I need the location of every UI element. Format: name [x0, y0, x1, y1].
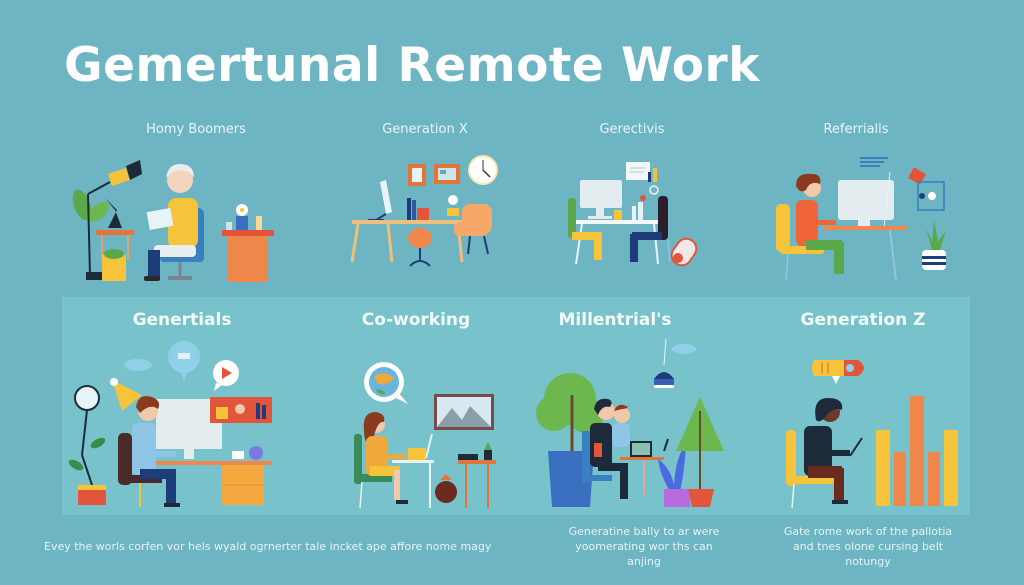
- caption-right: Gate rome work of the pallotia and tnes …: [772, 524, 964, 569]
- label-gerectivis: Gerectivis: [599, 122, 665, 137]
- monitor-icon: [838, 180, 894, 220]
- label-generation-x: Generation X: [382, 122, 468, 137]
- label-referrialls: Referrialls: [823, 122, 889, 137]
- caption-middle: Generatine bally to ar were yoomerating …: [568, 524, 720, 569]
- scene-millennials-plants: [530, 335, 730, 515]
- bar-2: [894, 452, 906, 506]
- scene-genx-office: [330, 150, 530, 280]
- caption-right-line1: Gate rome work of the pallotia: [783, 525, 953, 538]
- label-co-working: Co-working: [361, 310, 471, 330]
- label-generation-z: Generation Z: [800, 310, 926, 330]
- scene-man-desktop: [60, 335, 300, 515]
- scene-two-at-desk: [550, 150, 730, 280]
- monitor-icon: [580, 180, 622, 208]
- label-millentrials: Millentrial's: [558, 310, 672, 330]
- bar-1: [876, 430, 890, 506]
- lamp-icon: [112, 380, 142, 411]
- person-icon: [167, 167, 193, 193]
- caption-left: Evey the worls corfen vor hels wyald ogr…: [44, 540, 492, 553]
- monitor-icon: [380, 180, 392, 214]
- scene-woman-computer: [760, 150, 960, 280]
- scene-elderly-reading: [60, 150, 300, 290]
- scene-genz-chart: [770, 340, 980, 515]
- bar-5: [944, 430, 958, 506]
- scene-coworking-woman: [340, 350, 520, 515]
- caption-right-line2: and tnes olone cursing belt notungy: [792, 540, 944, 568]
- caption-middle-line1: Generatine bally to ar were: [568, 525, 720, 538]
- page-title: Gemertunal Remote Work: [64, 38, 760, 93]
- lamp-icon: [108, 168, 130, 186]
- bar-3: [910, 396, 924, 506]
- leaf-icon: [72, 189, 92, 221]
- label-genertials: Genertials: [132, 310, 232, 330]
- bar-4: [928, 452, 940, 506]
- pendant-lamp-icon: [654, 372, 674, 379]
- label-homy-boomers: Homy Boomers: [146, 122, 246, 137]
- caption-middle-line2: yoomerating wor ths can anjing: [575, 540, 713, 568]
